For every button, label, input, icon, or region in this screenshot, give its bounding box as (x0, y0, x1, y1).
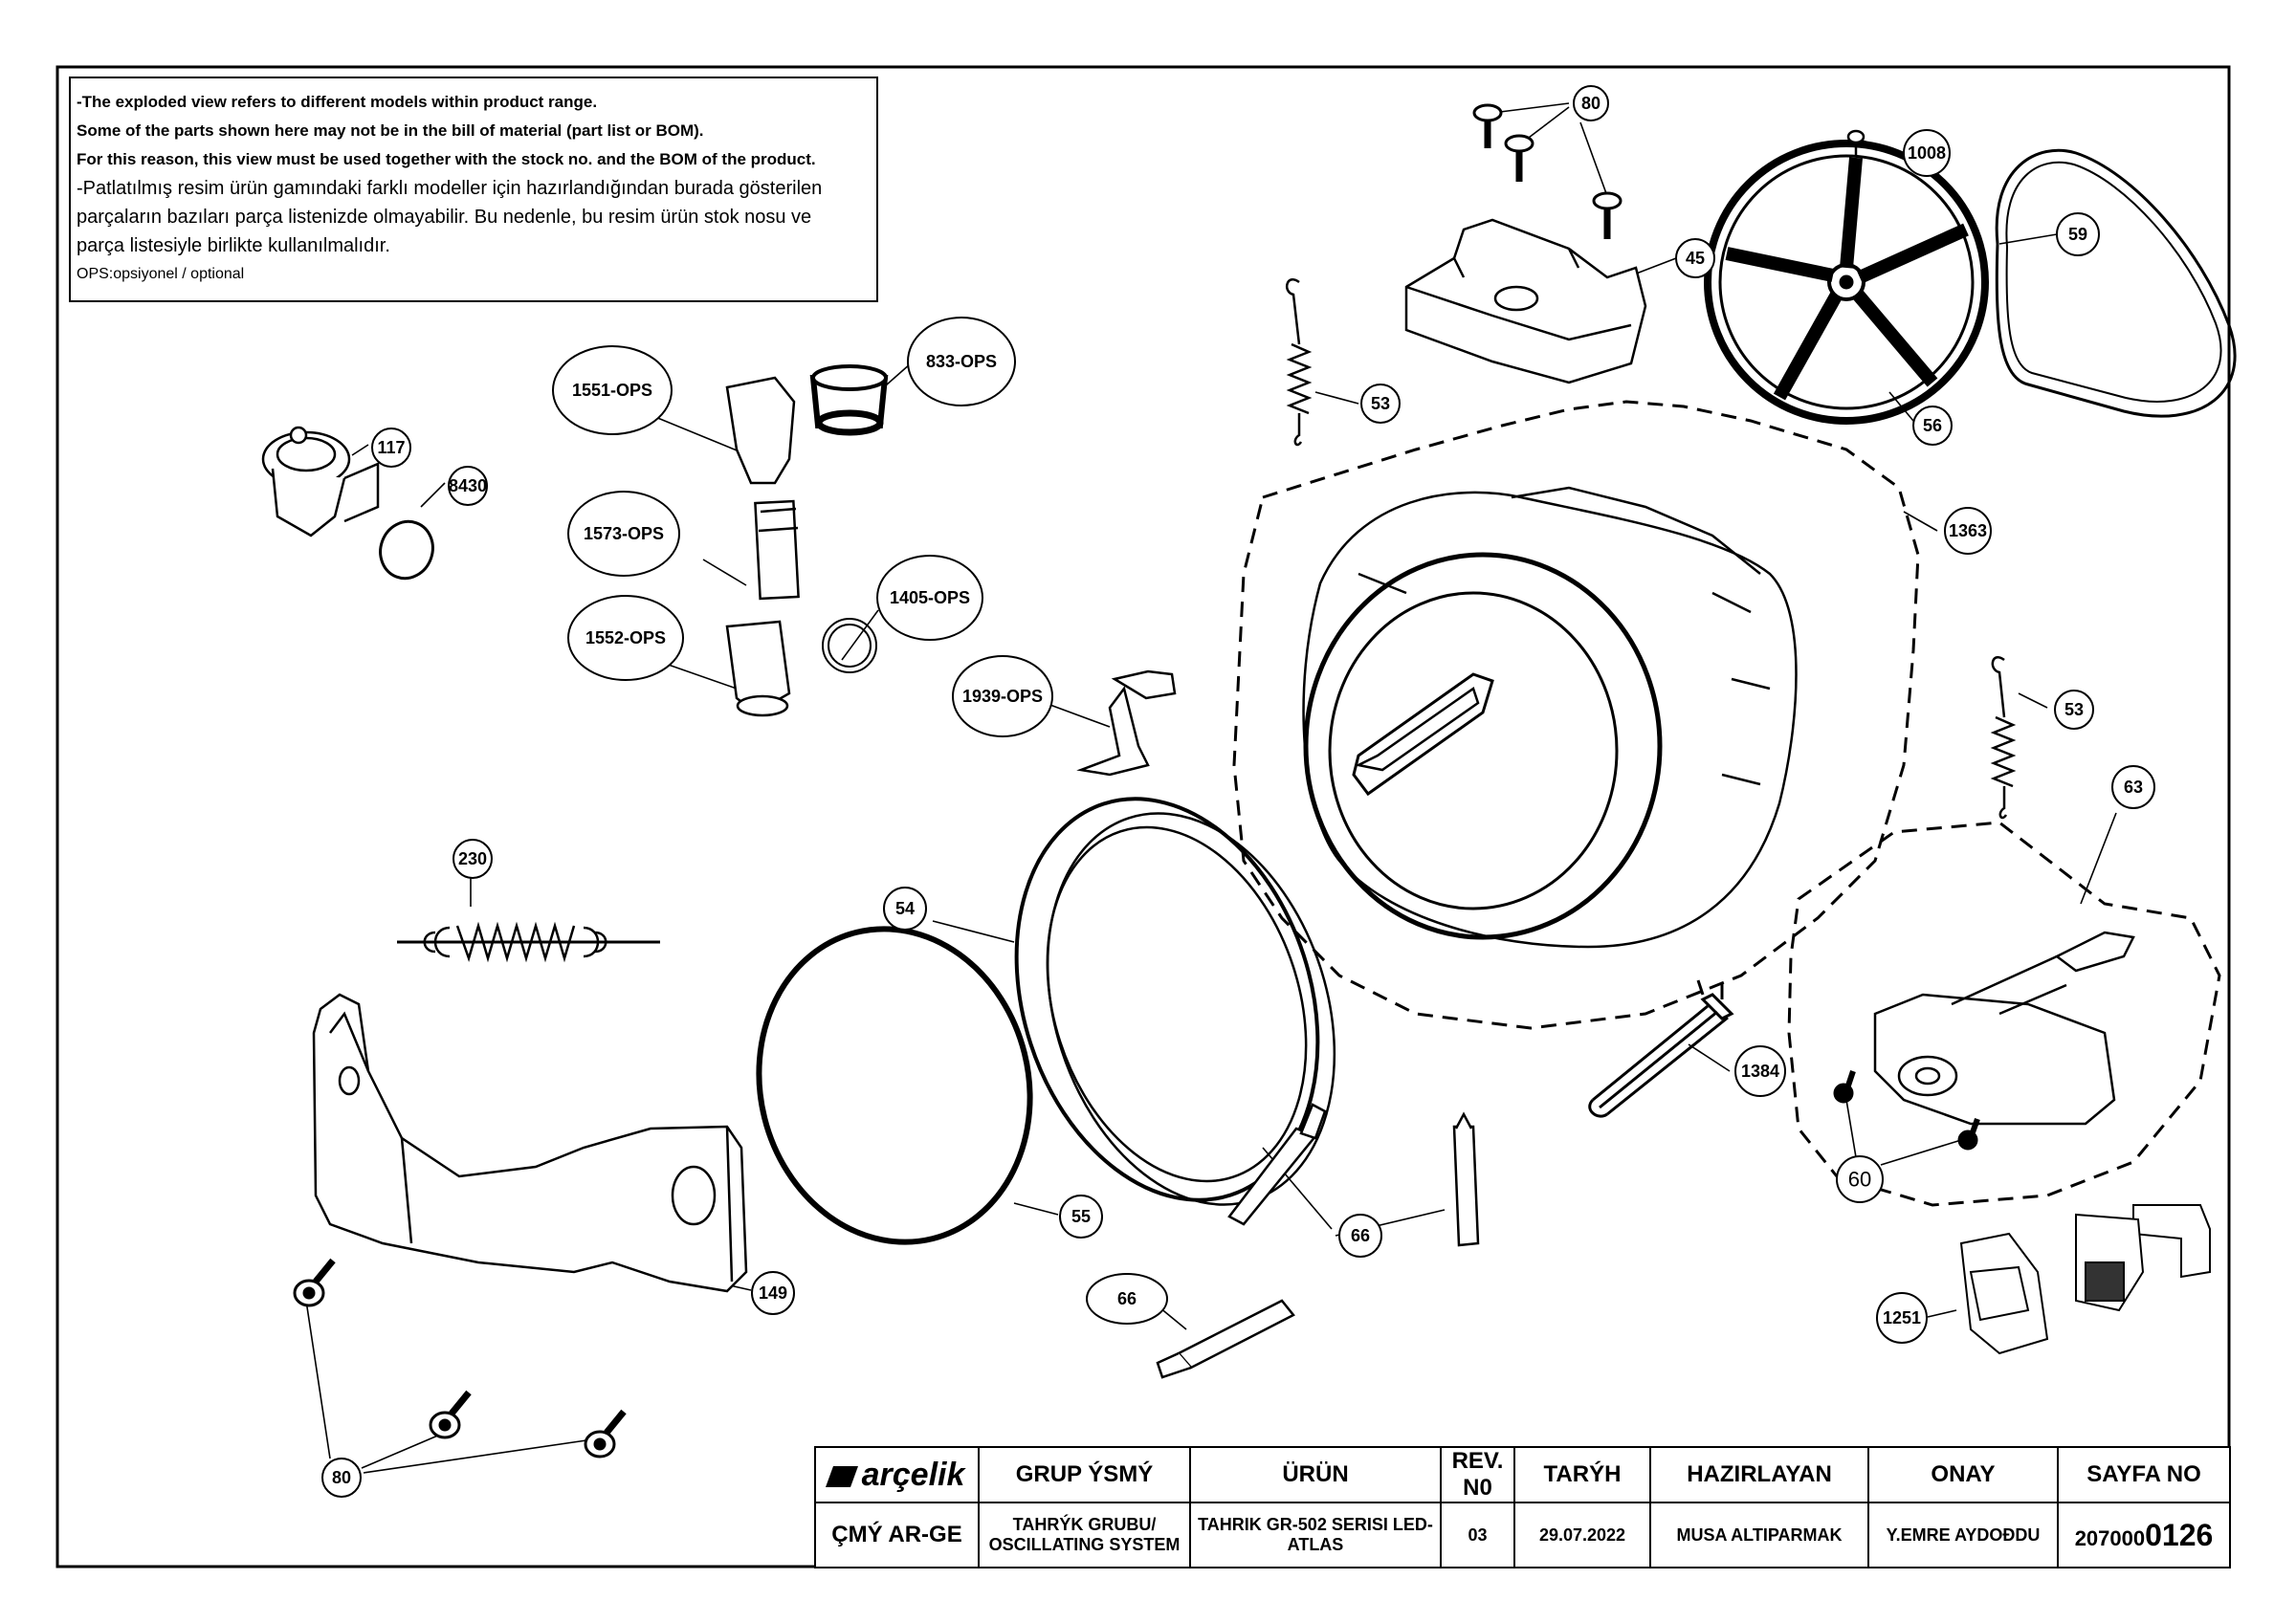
front-counterweight-149 (312, 993, 748, 1293)
title-block: arçelik GRUP ÝSMÝ ÜRÜN REV. N0 TARÝH HAZ… (814, 1446, 2231, 1568)
callout-54: 54 (895, 899, 915, 918)
callout-1551: 1551-OPS (572, 381, 652, 400)
spring-53-top (1285, 278, 1313, 447)
callout-63: 63 (2124, 778, 2143, 797)
callout-bubbles (321, 85, 2155, 1498)
cap-833 (809, 364, 889, 436)
motor-63 (1873, 931, 2135, 1126)
brand-logo-text: arçelik (861, 1456, 965, 1493)
header-date: TARÝH (1513, 1446, 1651, 1503)
header-page: SAYFA NO (2057, 1446, 2231, 1503)
pump-part-117 (261, 426, 380, 537)
note-line-6: parça listesiyle birlikte kullanılmalıdı… (77, 235, 390, 256)
screws-60 (1833, 1070, 1980, 1151)
header-prepared: HAZIRLAYAN (1649, 1446, 1869, 1503)
callout-1405: 1405-OPS (890, 588, 970, 607)
page-number-suffix: 0126 (2145, 1517, 2214, 1552)
date-value: 29.07.2022 (1513, 1502, 1651, 1568)
callout-55: 55 (1071, 1207, 1091, 1226)
callout-833: 833-OPS (926, 352, 997, 371)
logo-mark-icon (825, 1465, 858, 1487)
header-product: ÜRÜN (1189, 1446, 1442, 1503)
note-line-1: -The exploded view refers to different m… (77, 93, 598, 111)
callout-149: 149 (759, 1283, 787, 1303)
note-line-7: OPS:opsiyonel / optional (77, 266, 245, 282)
callout-45: 45 (1686, 249, 1705, 268)
brand-logo: arçelik (814, 1446, 980, 1503)
door-hinge-1939 (1076, 669, 1177, 777)
callout-56: 56 (1923, 416, 1942, 435)
callout-80-top: 80 (1581, 94, 1601, 113)
o-ring-8430 (379, 519, 434, 581)
department-value: ÇMÝ AR-GE (814, 1502, 980, 1568)
shock-absorbers-66 (1156, 1103, 1480, 1379)
group-value: TAHRÝK GRUBU/ OSCILLATING SYSTEM (978, 1502, 1191, 1568)
screws-80-top (1472, 103, 1623, 239)
callout-59: 59 (2068, 225, 2087, 244)
note-line-4: -Patlatılmış resim ürün gamındaki farklı… (77, 178, 823, 199)
door-gasket-55 (756, 926, 1033, 1245)
header-group: GRUP ÝSMÝ (978, 1446, 1191, 1503)
prepared-value: MUSA ALTIPARMAK (1649, 1502, 1869, 1568)
callout-53-top: 53 (1371, 394, 1390, 413)
dispenser-parts (725, 376, 877, 717)
callout-1384: 1384 (1741, 1062, 1779, 1081)
door-ring-54 (1014, 797, 1336, 1206)
tub-assembly-boundary (1232, 400, 1920, 1030)
motor-assembly-boundary (1787, 821, 2221, 1207)
callout-66-mid: 66 (1351, 1226, 1370, 1245)
notes-box: -The exploded view refers to different m… (69, 77, 878, 302)
note-line-3: For this reason, this view must be used … (77, 150, 816, 168)
outer-tub-1363 (1302, 486, 1798, 949)
callout-230: 230 (458, 849, 487, 868)
page-number: 2070000126 (2057, 1502, 2231, 1568)
callout-66-low: 66 (1117, 1289, 1137, 1308)
approval-value: Y.EMRE AYDOÐDU (1867, 1502, 2059, 1568)
counterweight-45 (1404, 218, 1647, 384)
drive-belt-59 (1995, 148, 2237, 418)
note-line-2: Some of the parts shown here may not be … (77, 121, 704, 140)
callout-1939: 1939-OPS (962, 687, 1043, 706)
callout-1008: 1008 (1908, 143, 1946, 163)
heater-1384 (1588, 979, 1734, 1118)
note-line-5: parçaların bazıları parça listenizde olm… (77, 207, 812, 228)
callout-60: 60 (1848, 1168, 1871, 1192)
callout-1573: 1573-OPS (584, 524, 664, 543)
rev-value: 03 (1440, 1502, 1515, 1568)
header-rev: REV. N0 (1440, 1446, 1515, 1503)
control-boards-1251 (1959, 1204, 2211, 1355)
spring-230 (397, 921, 660, 963)
callout-1552: 1552-OPS (585, 628, 666, 647)
callout-1363: 1363 (1949, 521, 1987, 540)
screw-1008 (1846, 129, 1866, 155)
callout-8430: 8430 (449, 476, 487, 495)
screws-80-bottom (293, 1258, 627, 1459)
header-approval: ONAY (1867, 1446, 2059, 1503)
page-number-prefix: 207000 (2074, 1525, 2146, 1550)
callout-53-right: 53 (2064, 700, 2084, 719)
callout-labels: 80 1008 59 45 56 53 1363 53 63 1384 60 1… (332, 94, 2143, 1487)
callout-117: 117 (377, 438, 405, 457)
callout-1251: 1251 (1883, 1308, 1921, 1327)
product-value: TAHRIK GR-502 SERISI LED- ATLAS (1189, 1502, 1442, 1568)
callout-80-bottom: 80 (332, 1468, 351, 1487)
spring-53-right (1990, 656, 2017, 820)
pulley-56 (1704, 140, 1989, 425)
